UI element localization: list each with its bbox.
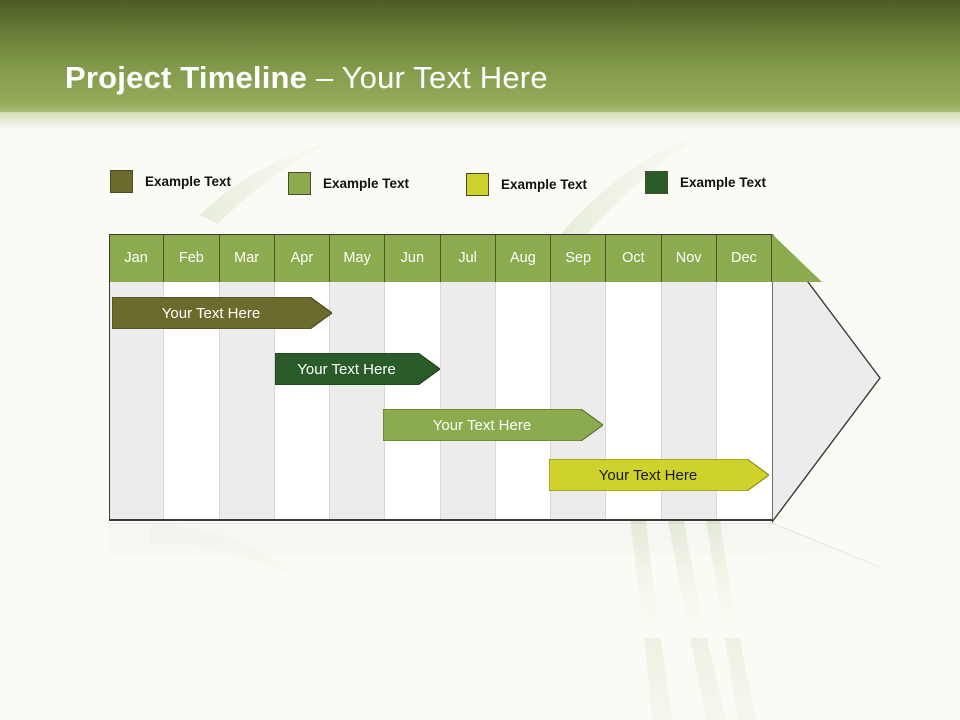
task-bar-1[interactable]: Your Text Here [112, 297, 332, 329]
legend-swatch-1 [110, 170, 133, 193]
month-header-nov[interactable]: Nov [661, 234, 717, 282]
task-bar-3-label: Your Text Here [432, 416, 532, 434]
legend-label-1: Example Text [145, 174, 232, 189]
legend-swatch-2 [288, 172, 311, 195]
header-banner-fade [0, 104, 960, 130]
month-header-may[interactable]: May [330, 234, 386, 282]
task-bar-3-shape [383, 409, 603, 441]
timeline-arrow-head [772, 234, 881, 523]
page-title-bold: Project Timeline [65, 60, 308, 95]
task-bar-4-label: Your Text Here [598, 466, 698, 484]
month-header-jul[interactable]: Jul [440, 234, 496, 282]
legend-item-2[interactable]: Example Text [288, 172, 409, 195]
legend-swatch-3 [466, 173, 489, 196]
task-bar-4[interactable]: Your Text Here [549, 459, 769, 491]
task-bar-4-shape [549, 459, 769, 491]
timeline-reflection-fade [100, 523, 900, 638]
month-header-oct[interactable]: Oct [606, 234, 662, 282]
legend-label-4: Example Text [680, 175, 767, 190]
legend-swatch-4 [645, 171, 668, 194]
legend-item-3[interactable]: Example Text [466, 173, 587, 196]
timeline-reflection [109, 523, 881, 611]
header-banner [0, 0, 960, 112]
month-header-dec[interactable]: Dec [716, 234, 772, 282]
page-title-rest: – Your Text Here [307, 60, 548, 95]
task-bar-3[interactable]: Your Text Here [383, 409, 603, 441]
task-bar-1-label: Your Text Here [161, 304, 261, 322]
month-header-jun[interactable]: Jun [385, 234, 441, 282]
month-header-mar[interactable]: Mar [219, 234, 275, 282]
legend-item-4[interactable]: Example Text [645, 171, 766, 194]
month-header-aug[interactable]: Aug [495, 234, 551, 282]
month-header-row: Jan Feb Mar Apr May Jun Jul Aug Sep Oct … [109, 234, 772, 282]
task-bar-2-label: Your Text Here [297, 360, 396, 378]
page-title: Project Timeline – Your Text Here [65, 60, 548, 96]
task-bar-2[interactable]: Your Text Here [275, 353, 440, 385]
month-header-feb[interactable]: Feb [164, 234, 220, 282]
task-bar-1-shape [112, 297, 332, 329]
month-header-jan[interactable]: Jan [109, 234, 165, 282]
month-header-sep[interactable]: Sep [551, 234, 607, 282]
task-bar-2-shape [275, 353, 440, 385]
legend-item-1[interactable]: Example Text [110, 170, 231, 193]
legend-label-2: Example Text [323, 176, 410, 191]
legend-label-3: Example Text [501, 177, 588, 192]
month-header-apr[interactable]: Apr [274, 234, 330, 282]
